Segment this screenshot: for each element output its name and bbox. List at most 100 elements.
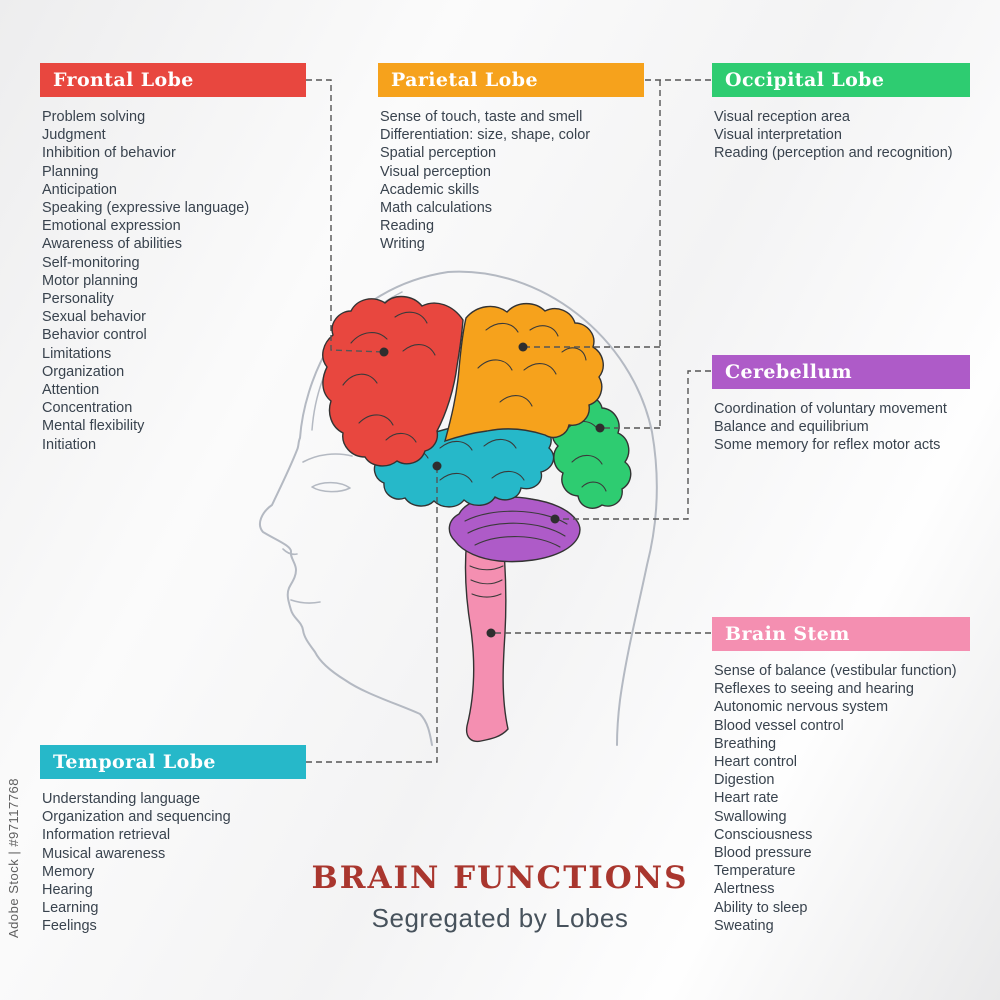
cerebellum-title: Cerebellum [725, 361, 853, 383]
adobe-stock-watermark: Adobe Stock | #97117768 [6, 778, 21, 938]
list-item: Information retrieval [42, 827, 171, 844]
list-item: Understanding language [42, 791, 201, 807]
head-outline [259, 270, 658, 746]
frontal-dot [379, 347, 389, 357]
list-item: Reflexes to seeing and hearing [714, 681, 914, 698]
nostril [282, 548, 298, 556]
list-item: Self-monitoring [42, 254, 140, 271]
list-item: Problem solving [42, 109, 146, 125]
list-item: Academic skills [380, 181, 480, 198]
list-item: Attention [42, 382, 100, 399]
frontal-gyri [342, 311, 436, 443]
list-item: Mental flexibility [42, 418, 145, 435]
cerebellum-connector-line [557, 370, 711, 520]
list-item: Limitations [42, 345, 112, 362]
list-item: Anticipation [42, 181, 117, 198]
brain-stem-shape [464, 517, 509, 743]
list-item: Memory [42, 863, 95, 880]
cerebellum-header: Cerebellum [712, 355, 970, 389]
list-item: Personality [42, 291, 114, 308]
frontal-lobe-shape [322, 295, 464, 467]
list-item: Learning [42, 900, 99, 917]
parietal-dot [518, 342, 528, 352]
cerebellum-shape [448, 496, 581, 563]
list-item: Math calculations [380, 200, 493, 217]
brain-stem-title: Brain Stem [725, 623, 850, 645]
brain-stem-ridges [469, 565, 504, 598]
temporal-connector-line [306, 467, 438, 763]
list-item: Temperature [714, 863, 796, 880]
brain-stem-section: Brain Stem Sense of balance (vestibular … [712, 617, 970, 935]
list-item: Some memory for reflex motor acts [714, 437, 941, 454]
frontal-lobe-header: Frontal Lobe [40, 63, 306, 97]
parietal-lobe-shape [443, 302, 604, 443]
list-item: Heart rate [714, 790, 779, 807]
list-item: Heart control [714, 754, 798, 771]
list-item: Ability to sleep [714, 899, 808, 916]
list-item: Digestion [714, 772, 775, 789]
list-item: Judgment [42, 127, 106, 144]
connector-lines [306, 79, 711, 763]
page-subtitle: Segregated by Lobes [371, 903, 629, 933]
list-item: Concentration [42, 400, 133, 417]
occipital-lobe-title: Occipital Lobe [725, 69, 885, 91]
list-item: Breathing [714, 735, 777, 752]
list-item: Differentiation: size, shape, color [380, 127, 591, 144]
list-item: Planning [42, 163, 99, 180]
list-item: Visual perception [380, 163, 491, 180]
occipital-dot [595, 423, 605, 433]
page-title: BRAIN FUNCTIONS [311, 860, 689, 896]
mouth-line [290, 599, 321, 604]
list-item: Coordination of voluntary movement [714, 401, 947, 417]
temporal-dot [432, 461, 442, 471]
list-item: Reading (perception and recognition) [714, 145, 953, 162]
list-item: Organization and sequencing [42, 809, 231, 826]
marker-dots [379, 342, 605, 638]
list-item: Visual interpretation [714, 127, 842, 144]
list-item: Visual reception area [714, 109, 850, 125]
frontal-lobe-title: Frontal Lobe [53, 69, 194, 91]
list-item: Blood pressure [714, 845, 812, 862]
list-item: Reading [380, 218, 435, 235]
list-item: Speaking (expressive language) [42, 200, 250, 217]
list-item: Blood vessel control [714, 717, 844, 734]
brain-stem-list: Sense of balance (vestibular function) Re… [714, 662, 970, 935]
list-item: Organization [42, 363, 125, 380]
list-item: Sense of touch, taste and smell [380, 109, 583, 125]
cerebellum-group [448, 496, 581, 563]
list-item: Autonomic nervous system [714, 699, 889, 716]
list-item: Feelings [42, 918, 97, 935]
cerebellum-dot [550, 514, 560, 524]
list-item: Inhibition of behavior [42, 145, 176, 162]
list-item: Behavior control [42, 327, 147, 344]
list-item: Swallowing [714, 808, 787, 825]
occipital-lobe-header: Occipital Lobe [712, 63, 970, 97]
list-item: Musical awareness [42, 845, 166, 862]
eye [311, 481, 351, 493]
list-item: Emotional expression [42, 218, 181, 235]
brain-stem-header: Brain Stem [712, 617, 970, 651]
list-item: Hearing [42, 882, 93, 899]
frontal-lobe-group [322, 295, 464, 467]
brain-stem-group [464, 517, 509, 743]
parietal-lobe-section: Parietal Lobe Sense of touch, taste and … [378, 63, 644, 254]
list-item: Sweating [714, 917, 774, 934]
list-item: Initiation [42, 436, 97, 453]
temporal-lobe-title: Temporal Lobe [53, 751, 216, 773]
list-item: Sense of balance (vestibular function) [714, 663, 957, 679]
parietal-gyri [477, 322, 587, 407]
temporal-lobe-header: Temporal Lobe [40, 745, 306, 779]
parietal-lobe-title: Parietal Lobe [391, 69, 538, 91]
list-item: Balance and equilibrium [714, 419, 869, 436]
cerebellum-section: Cerebellum Coordination of voluntary mov… [712, 355, 970, 455]
